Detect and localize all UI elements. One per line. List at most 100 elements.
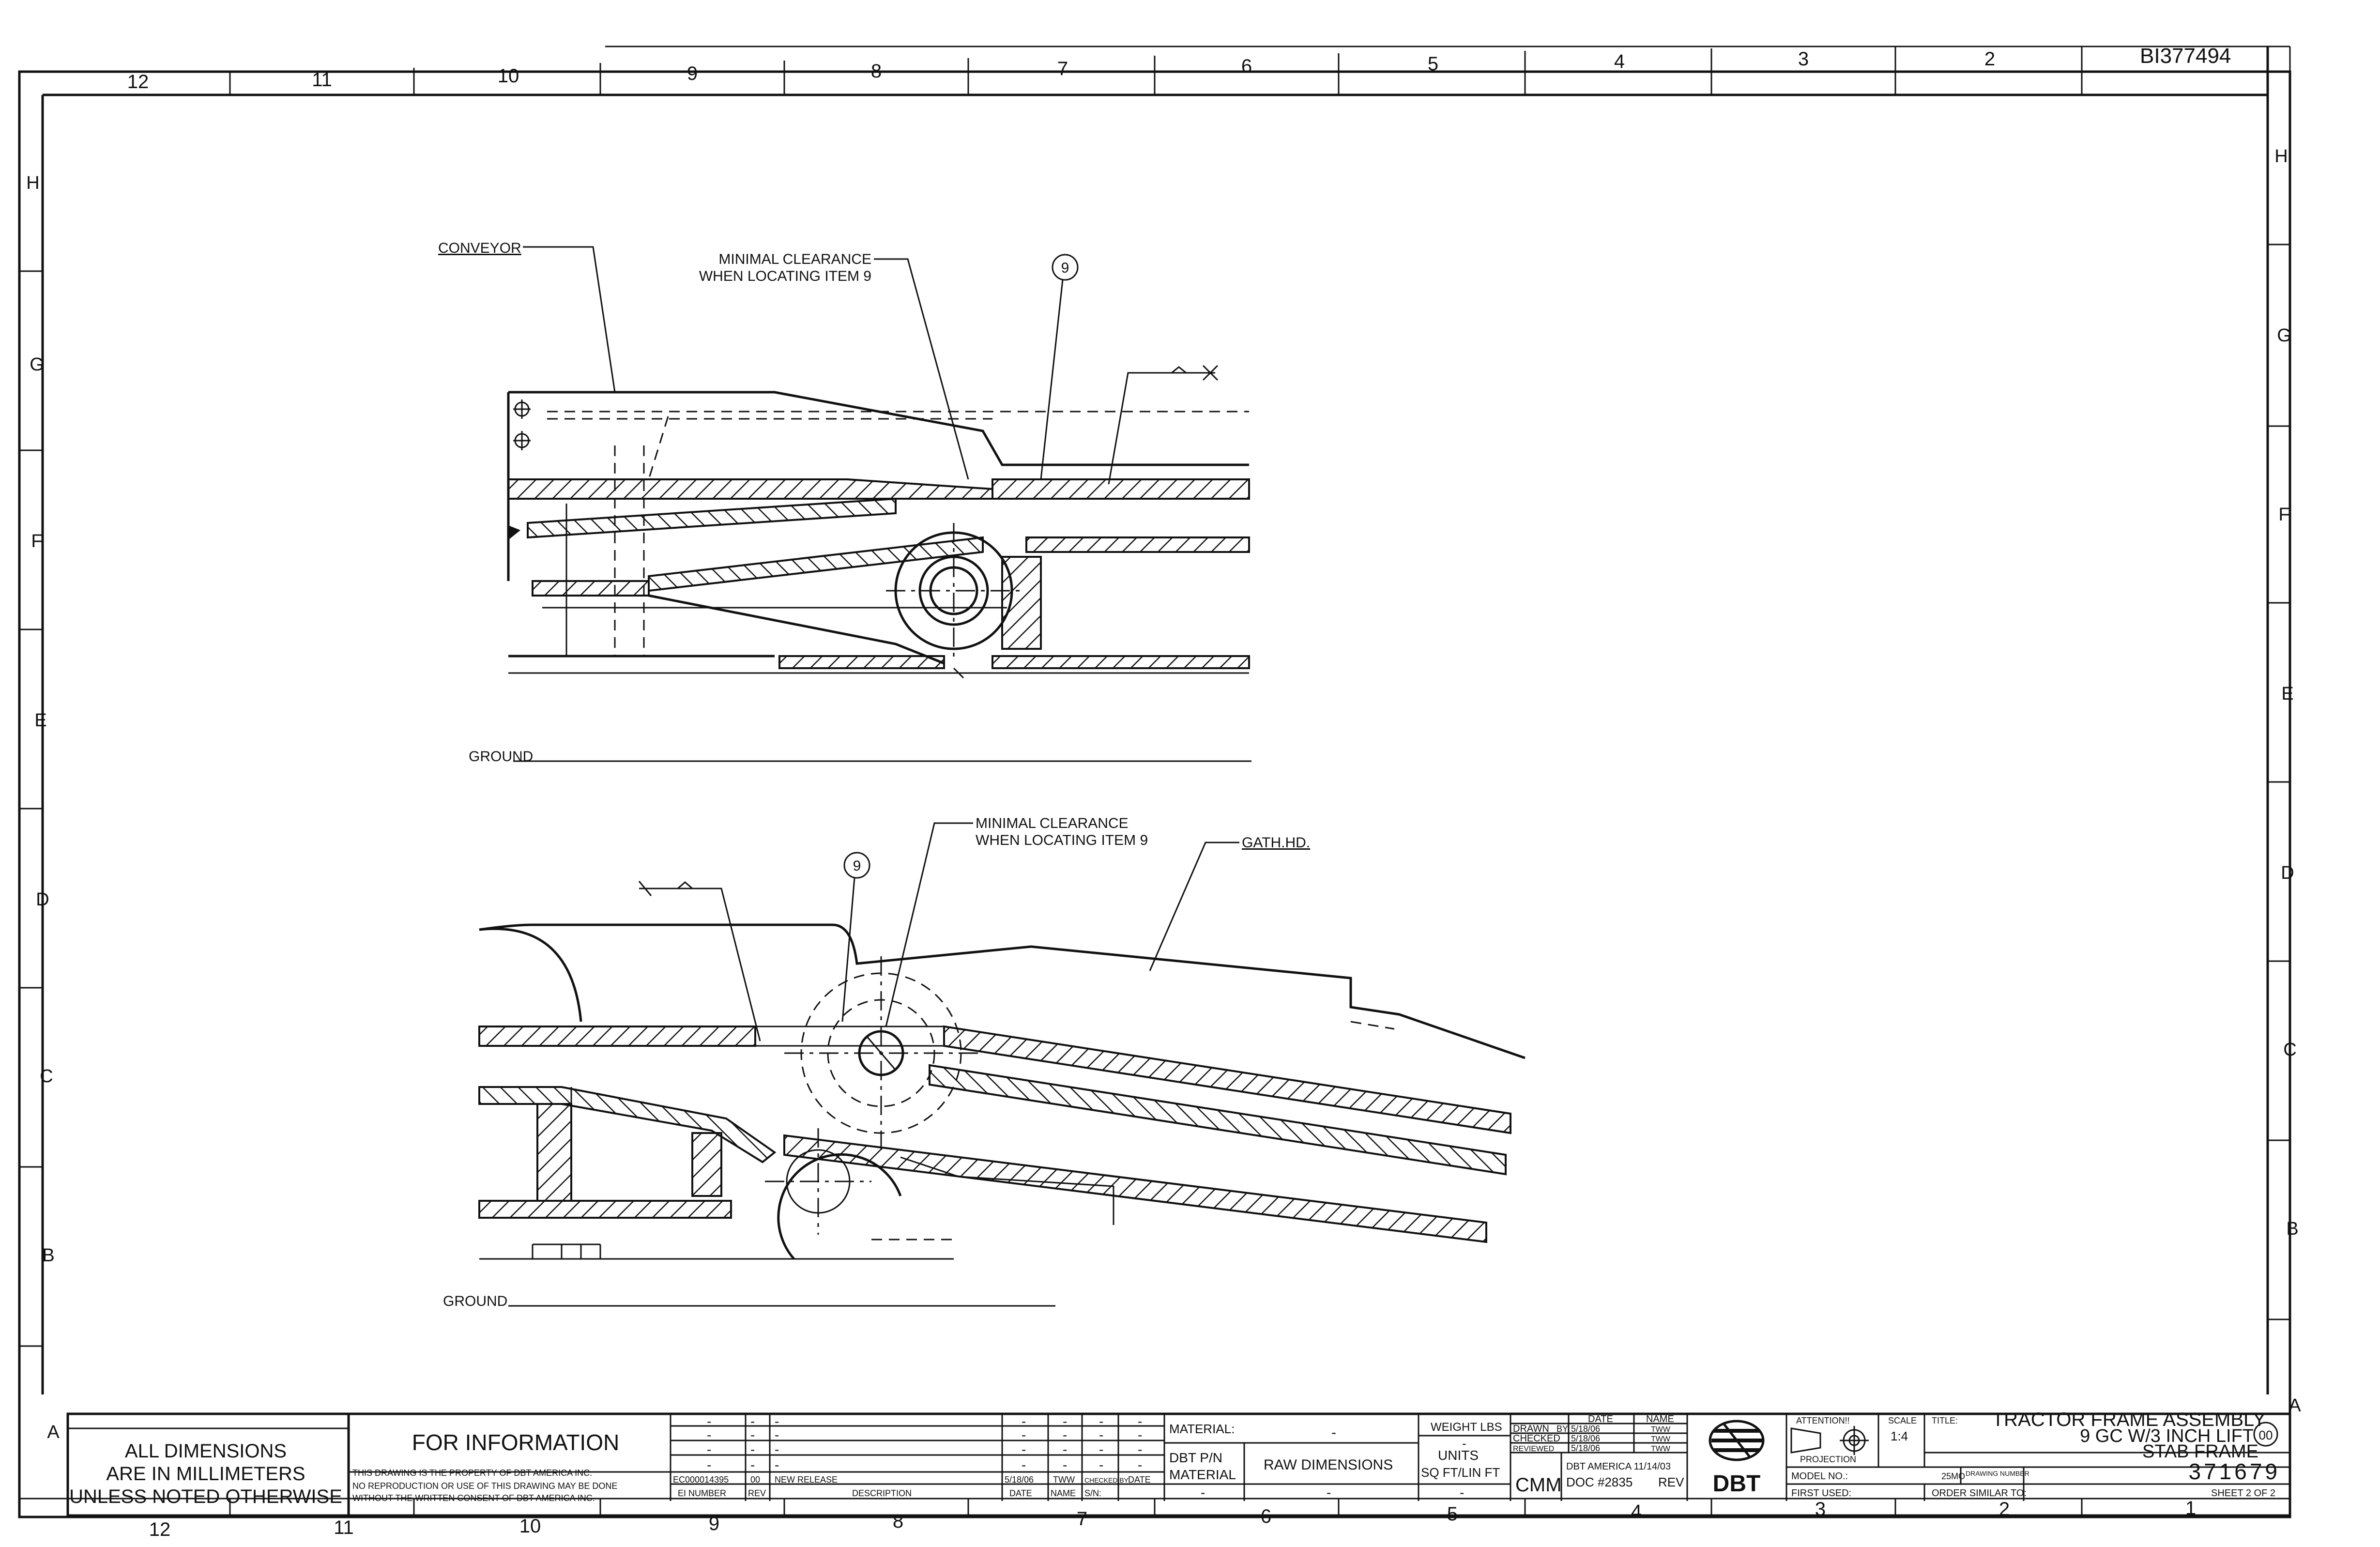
dash: - (1063, 1457, 1067, 1472)
model-label: MODEL NO.: (1791, 1471, 1848, 1482)
row-labels-right: H G F E D C B A (2274, 146, 2301, 1416)
col-label: 10 (498, 65, 519, 87)
drawn-date: 5/18/06 (1571, 1424, 1600, 1434)
model-value: 25MO (1941, 1471, 1965, 1481)
property-note-1: THIS DRAWING IS THE PROPERTY OF DBT AMER… (352, 1468, 592, 1478)
checked-date: 5/18/06 (1571, 1434, 1600, 1443)
row-label: A (2288, 1395, 2301, 1416)
material2: MATERIAL (1169, 1467, 1236, 1482)
ground-label-bottom: GROUND (443, 1293, 507, 1309)
col-name: NAME (1646, 1414, 1674, 1424)
units-value: SQ FT/LIN FT (1421, 1465, 1500, 1480)
col-label: 5 (1447, 1503, 1458, 1525)
gath-hd-label: GATH.HD. (1242, 835, 1310, 851)
row-label: F (31, 531, 42, 551)
row-label: G (30, 354, 44, 375)
property-note-3: WITHOUT THE WRITTEN CONSENT OF DBT AMERI… (352, 1493, 595, 1503)
dash: - (1022, 1427, 1026, 1442)
col-label: 9 (709, 1513, 719, 1534)
order-similar: ORDER SIMILAR TO: (1932, 1488, 2027, 1499)
cmm-line-1: DBT AMERICA 11/14/03 (1566, 1461, 1671, 1472)
projection: PROJECTION (1800, 1455, 1856, 1464)
title-label: TITLE: (1932, 1416, 1958, 1425)
dash: - (1327, 1485, 1331, 1500)
units-label: UNITS (1438, 1448, 1479, 1463)
drawing-id: BI377494 (2140, 44, 2231, 68)
reviewed-date: 5/18/06 (1571, 1443, 1600, 1453)
drawn-by: BY (1556, 1424, 1568, 1434)
row-label: G (2277, 325, 2291, 346)
dims-note-3: UNLESS NOTED OTHERWISE (69, 1486, 342, 1507)
cmm-rev: REV (1658, 1475, 1684, 1489)
dbt-logo (1709, 1420, 1765, 1461)
material-value: - (1331, 1424, 1336, 1440)
row-label: D (36, 889, 49, 910)
col-label: 11 (312, 69, 332, 91)
dbt-pn: DBT P/N (1169, 1450, 1222, 1465)
title-block (66, 1412, 2291, 1517)
row-label: B (2286, 1219, 2298, 1239)
hdr-name: NAME (1051, 1488, 1076, 1498)
col-label: 2 (1984, 48, 1995, 70)
title-line-1: TRACTOR FRAME ASSEMBLY (1992, 1409, 2266, 1430)
title-rev: 00 (2259, 1428, 2273, 1442)
dash: - (1099, 1457, 1103, 1472)
title-line-2: 9 GC W/3 INCH LIFT (2080, 1426, 2254, 1446)
title-rev-circle (2253, 1422, 2278, 1447)
row-label: E (34, 710, 46, 731)
dash: - (707, 1427, 711, 1442)
drawing-number-label: DRAWING NUMBER (1966, 1470, 2029, 1477)
dash: - (707, 1414, 711, 1429)
col-label: 9 (687, 63, 698, 84)
row-label: F (2278, 505, 2289, 525)
weight-value: - (1462, 1436, 1466, 1451)
dash: - (775, 1427, 779, 1442)
rev-ei-number: EC000014395 (673, 1475, 729, 1485)
drawing-number: 371679 (2189, 1459, 2281, 1484)
col-label: 4 (1631, 1501, 1642, 1522)
dash: - (1138, 1457, 1142, 1472)
dash: - (775, 1457, 779, 1472)
col-label: 8 (871, 61, 882, 82)
col-date: DATE (1588, 1414, 1613, 1424)
row-label: C (40, 1066, 53, 1087)
hdr-rev: REV (748, 1488, 766, 1498)
dims-note-2: ARE IN MILLIMETERS (106, 1463, 305, 1485)
scale-value: 1:4 (1891, 1429, 1908, 1443)
dash: - (1022, 1442, 1026, 1457)
row-label: D (2281, 863, 2294, 883)
dash: - (1022, 1414, 1026, 1429)
row-label: B (42, 1245, 54, 1266)
sheet-number: SHEET 2 OF 2 (2211, 1488, 2275, 1499)
col-label: 8 (893, 1511, 903, 1532)
hdr-checked: CHECKED BY (1084, 1476, 1129, 1484)
col-label: 3 (1798, 48, 1809, 70)
clearance-label-2: WHEN LOCATING ITEM 9 (699, 268, 871, 284)
dash: - (707, 1442, 711, 1457)
conveyor-label: CONVEYOR (438, 240, 521, 256)
for-information: FOR INFORMATION (412, 1430, 619, 1455)
attention: ATTENTION!! (1796, 1416, 1850, 1425)
dash: - (750, 1457, 755, 1472)
dash: - (1099, 1427, 1103, 1442)
item-balloon-9 (1052, 254, 1079, 281)
dims-note-1: ALL DIMENSIONS (125, 1440, 287, 1462)
drawn-name: TWW (1651, 1425, 1671, 1434)
dash: - (750, 1414, 755, 1429)
reviewed-label: REVIEWED (1513, 1445, 1554, 1453)
title-block-text: ALL DIMENSIONS ARE IN MILLIMETERS UNLESS… (69, 1409, 2281, 1507)
dash: - (1201, 1485, 1205, 1500)
row-label: H (2274, 146, 2288, 167)
reviewed-name: TWW (1651, 1445, 1671, 1453)
cmm-label: CMM (1515, 1474, 1562, 1496)
material-label: MATERIAL: (1169, 1422, 1235, 1436)
rev-dashes: - - - - - - - - - - - - - - - - - - - - … (707, 1414, 1464, 1500)
dash: - (1063, 1414, 1067, 1429)
col-label: 5 (1428, 53, 1438, 75)
hdr-sn: S/N: (1084, 1488, 1101, 1498)
col-label: 12 (149, 1519, 171, 1540)
item-balloon-9-b (843, 852, 870, 879)
title-line-3: STAB FRAME (2142, 1441, 2258, 1462)
hdr-desc: DESCRIPTION (852, 1488, 912, 1498)
